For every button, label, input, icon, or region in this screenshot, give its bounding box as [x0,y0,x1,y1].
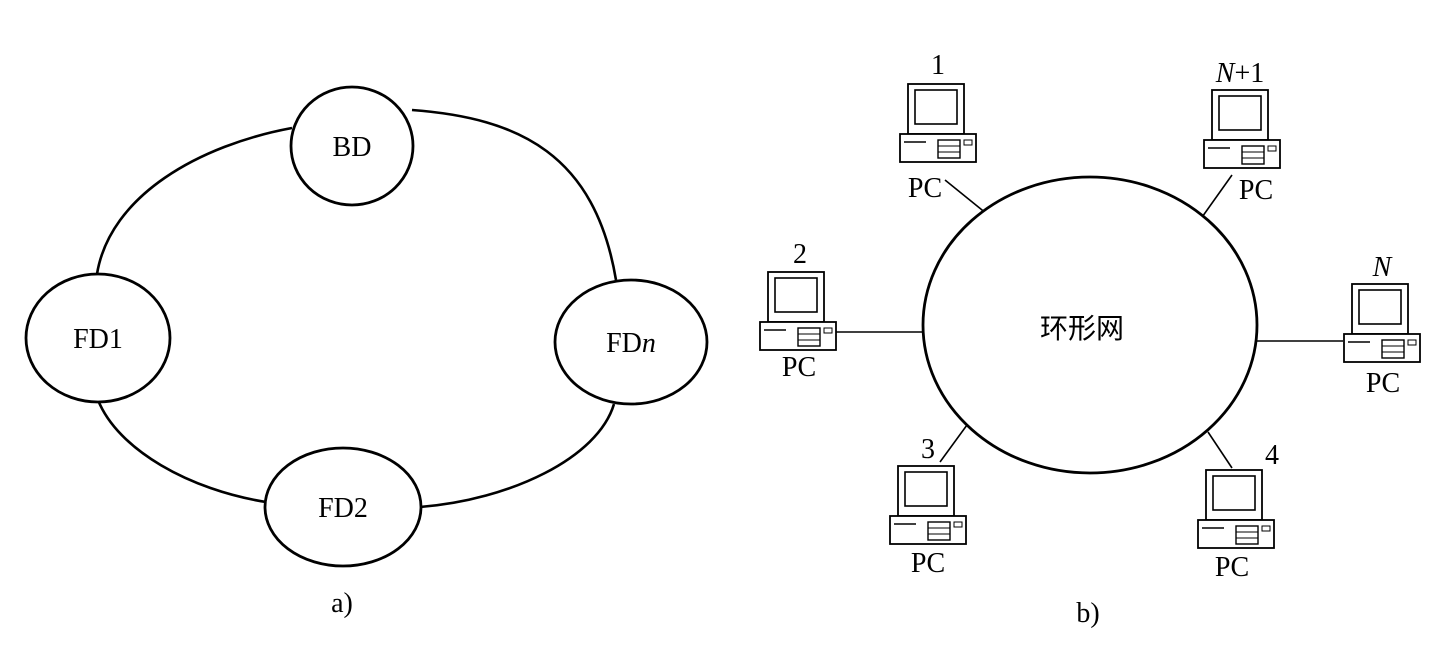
link-pc-1 [944,179,988,215]
node-fd2-label: FD2 [318,493,368,524]
link-pc-4 [1207,431,1233,469]
node-bd: BD [289,85,415,207]
computer-1-number: 1 [931,50,945,81]
ring-network-label: 环形网 [1040,312,1124,345]
computer-3-number: 3 [921,434,935,465]
ring-link-fdn-fd2 [419,403,616,509]
ring-link-bd-fd1 [95,126,293,275]
computer-n [1343,283,1421,363]
computer-4-number: 4 [1265,440,1279,471]
ring-link-fd1-fd2 [96,399,267,504]
computer-n-pc-label: PC [1366,368,1400,399]
computer-n-plus-1 [1203,89,1281,169]
computer-icon [1197,469,1275,549]
node-fdn: FDn [553,278,709,406]
ring-network [921,175,1259,475]
computer-3 [889,465,967,545]
computer-icon [1203,89,1281,169]
computer-icon [759,271,837,351]
ring-network-diagram-b: 环形网 1 PC [759,50,1421,629]
computer-2 [759,271,837,351]
computer-1-pc-label: PC [908,173,942,204]
caption-b: b) [1076,598,1099,629]
computer-4 [1197,469,1275,549]
computer-icon [1343,283,1421,363]
computer-n-plus-1-number: N+1 [1215,58,1264,89]
node-fdn-label: FDn [606,328,656,359]
node-bd-label: BD [333,132,372,163]
link-pc-3 [939,424,968,463]
computer-n-plus-1-pc-label: PC [1239,175,1273,206]
computer-icon [899,83,977,163]
computer-1 [899,83,977,163]
ring-topology-diagram-a: BD FD1 FDn FD2 a) [24,85,709,619]
computer-n-number: N [1372,252,1393,283]
computer-4-pc-label: PC [1215,552,1249,583]
node-fd1-label: FD1 [73,324,123,355]
caption-a: a) [331,588,353,619]
ring-link-bd-fdn [411,108,618,281]
computer-icon [889,465,967,545]
node-fd2: FD2 [263,446,423,568]
computer-2-pc-label: PC [782,352,816,383]
computer-2-number: 2 [793,239,807,270]
node-fd1: FD1 [24,272,172,404]
link-pc-n1 [1199,174,1233,221]
computer-3-pc-label: PC [911,548,945,579]
